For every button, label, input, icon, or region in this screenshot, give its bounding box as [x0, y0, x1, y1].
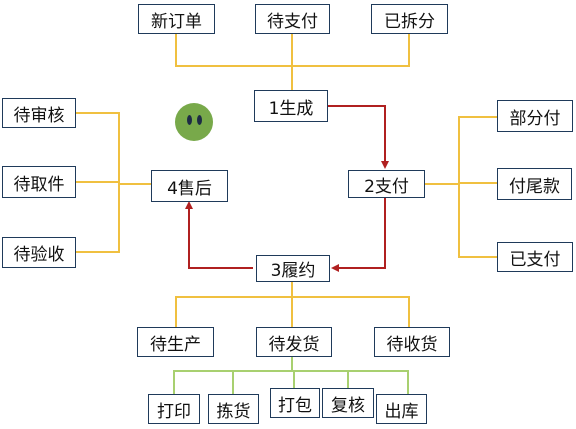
node-pending-inspection: 待验收 [2, 237, 76, 268]
node-pending-pickup: 待取件 [2, 166, 76, 198]
node-awaiting-payment: 待支付 [255, 4, 330, 34]
node-paid: 已支付 [497, 242, 573, 272]
node-pending-shipment: 待发货 [256, 327, 332, 357]
node-generate: 1生成 [254, 90, 328, 122]
flow-cycle [185, 105, 389, 272]
node-pending-receipt: 待收货 [374, 327, 450, 357]
node-pending-production: 待生产 [137, 327, 214, 357]
right-eye [197, 115, 202, 125]
node-split: 已拆分 [371, 4, 448, 34]
payment-tree [425, 116, 497, 258]
node-after-sales: 4售后 [151, 170, 228, 202]
step-print: 打印 [148, 394, 200, 424]
node-fulfill: 3履约 [256, 255, 330, 282]
step-outbound: 出库 [376, 394, 427, 424]
shipping-tree [173, 357, 409, 394]
after-sales-tree [76, 112, 151, 253]
node-pay: 2支付 [348, 170, 425, 198]
green-smiley-icon [175, 103, 213, 141]
node-pending-review: 待审核 [2, 98, 76, 128]
node-final-payment: 付尾款 [497, 168, 572, 200]
node-new-order: 新订单 [138, 4, 215, 34]
step-recheck: 复核 [322, 388, 374, 418]
generate-tree [175, 34, 410, 90]
step-pick: 拣货 [208, 394, 259, 424]
node-partial-paid: 部分付 [497, 100, 573, 132]
step-pack: 打包 [270, 388, 320, 418]
fulfillment-tree [175, 281, 410, 327]
left-eye [187, 115, 192, 125]
